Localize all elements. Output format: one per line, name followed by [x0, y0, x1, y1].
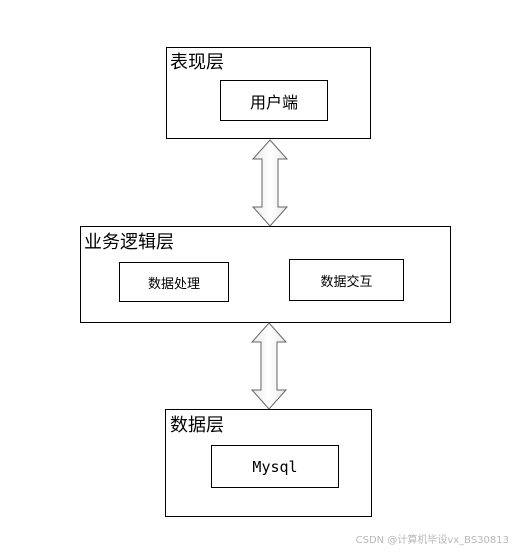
business-layer-title: 业务逻辑层	[84, 232, 174, 253]
client-box: 用户端	[220, 80, 328, 121]
client-label: 用户端	[249, 92, 298, 112]
double-arrow-icon-top	[251, 139, 289, 227]
double-arrow-icon-bottom	[250, 322, 288, 410]
mysql-label: Mysql	[252, 457, 298, 476]
data-interaction-box: 数据交互	[289, 259, 404, 301]
data-layer-box: 数据层 Mysql	[165, 409, 372, 517]
data-processing-box: 数据处理	[119, 262, 229, 302]
data-interaction-label: 数据交互	[320, 274, 373, 290]
presentation-layer-title: 表现层	[170, 52, 224, 73]
watermark: CSDN @计算机毕设vx_BS30813	[355, 535, 509, 546]
business-layer-box: 业务逻辑层 数据处理 数据交互	[80, 226, 451, 323]
presentation-layer-box: 表现层 用户端	[166, 47, 371, 139]
data-processing-label: 数据处理	[147, 276, 200, 292]
data-layer-title: 数据层	[170, 415, 224, 436]
mysql-box: Mysql	[211, 445, 339, 488]
